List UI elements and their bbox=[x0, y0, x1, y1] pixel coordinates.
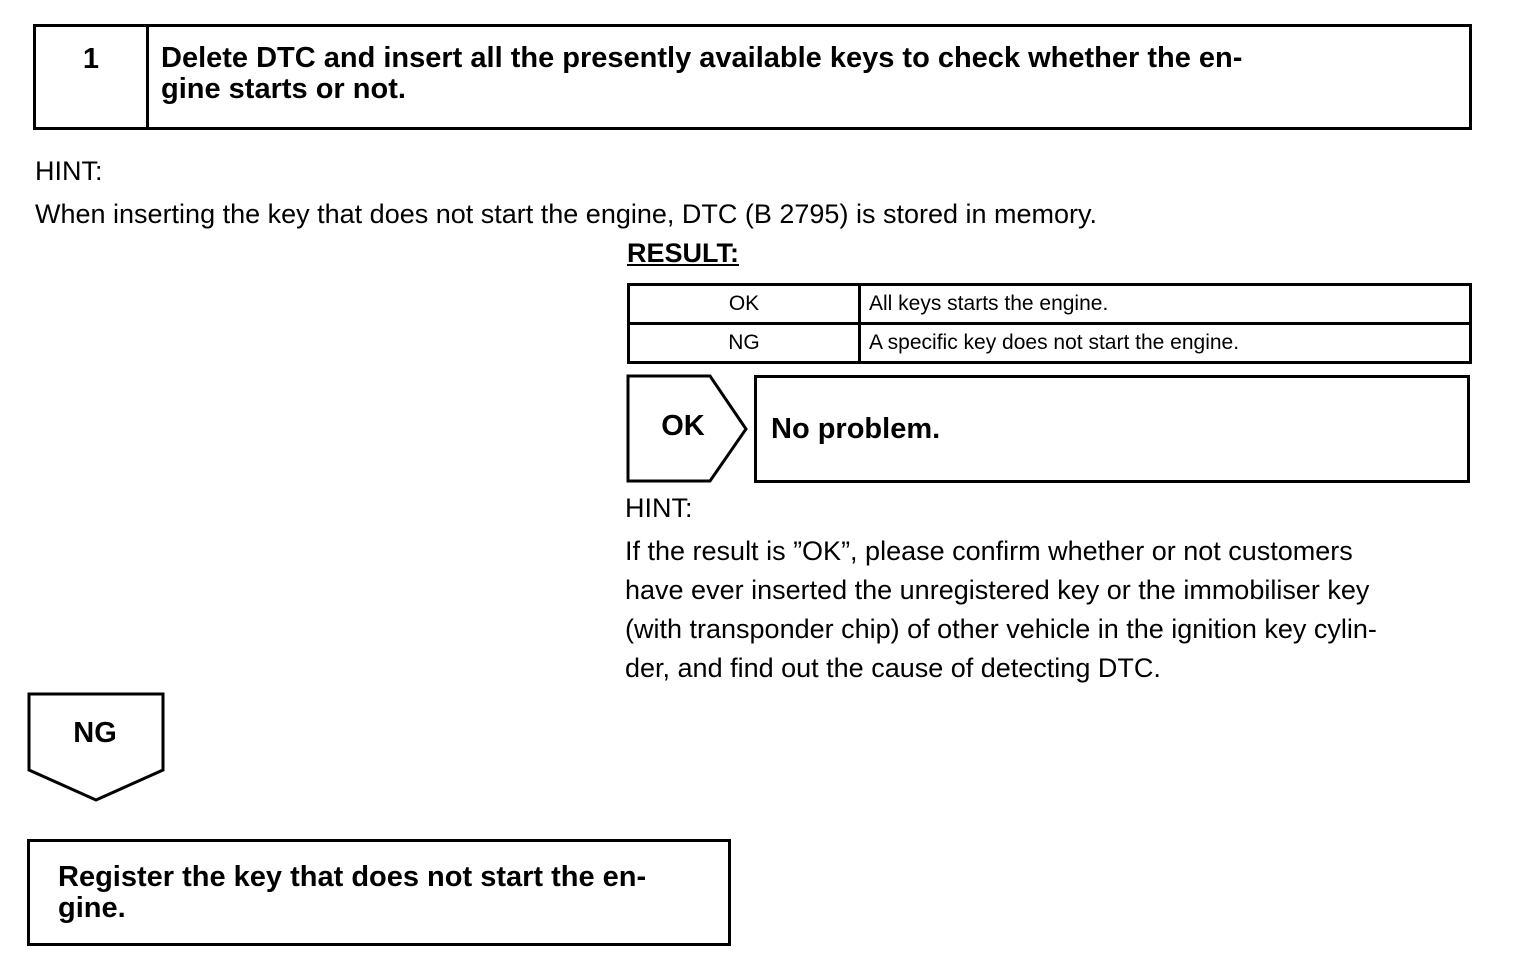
ok-arrow-shape bbox=[626, 374, 748, 483]
step-header: 1 Delete DTC and insert all the presentl… bbox=[33, 24, 1472, 130]
hint-label: HINT: bbox=[35, 156, 103, 186]
result-table: OK All keys starts the engine. NG A spec… bbox=[627, 283, 1472, 364]
ok-hint-line: (with transponder chip) of other vehicle… bbox=[625, 614, 1377, 644]
ng-action: Register the key that does not start the… bbox=[27, 839, 731, 946]
result-description: All keys starts the engine. bbox=[858, 283, 1472, 325]
result-description: A specific key does not start the engine… bbox=[858, 322, 1472, 364]
ok-badge: OK bbox=[661, 410, 705, 442]
ng-badge: NG bbox=[73, 717, 117, 749]
result-code: NG bbox=[627, 322, 861, 364]
table-row: NG A specific key does not start the eng… bbox=[627, 322, 1472, 364]
step-instruction: Delete DTC and insert all the presently … bbox=[161, 42, 1243, 105]
result-code: OK bbox=[627, 283, 861, 325]
ok-action: No problem. bbox=[754, 375, 1470, 483]
ok-hint-line: If the result is ”OK”, please confirm wh… bbox=[625, 536, 1353, 566]
ng-arrow-shape bbox=[27, 692, 165, 802]
ok-hint-text: If the result is ”OK”, please confirm wh… bbox=[625, 532, 1475, 688]
ok-hint-label: HINT: bbox=[625, 493, 693, 523]
step-number: 1 bbox=[36, 27, 149, 127]
ok-hint-line: have ever inserted the unregistered key … bbox=[625, 575, 1370, 605]
hint-text: When inserting the key that does not sta… bbox=[35, 199, 1098, 229]
table-row: OK All keys starts the engine. bbox=[627, 283, 1472, 325]
result-title: RESULT: bbox=[627, 238, 739, 268]
ok-hint-line: der, and find out the cause of detecting… bbox=[625, 653, 1161, 683]
